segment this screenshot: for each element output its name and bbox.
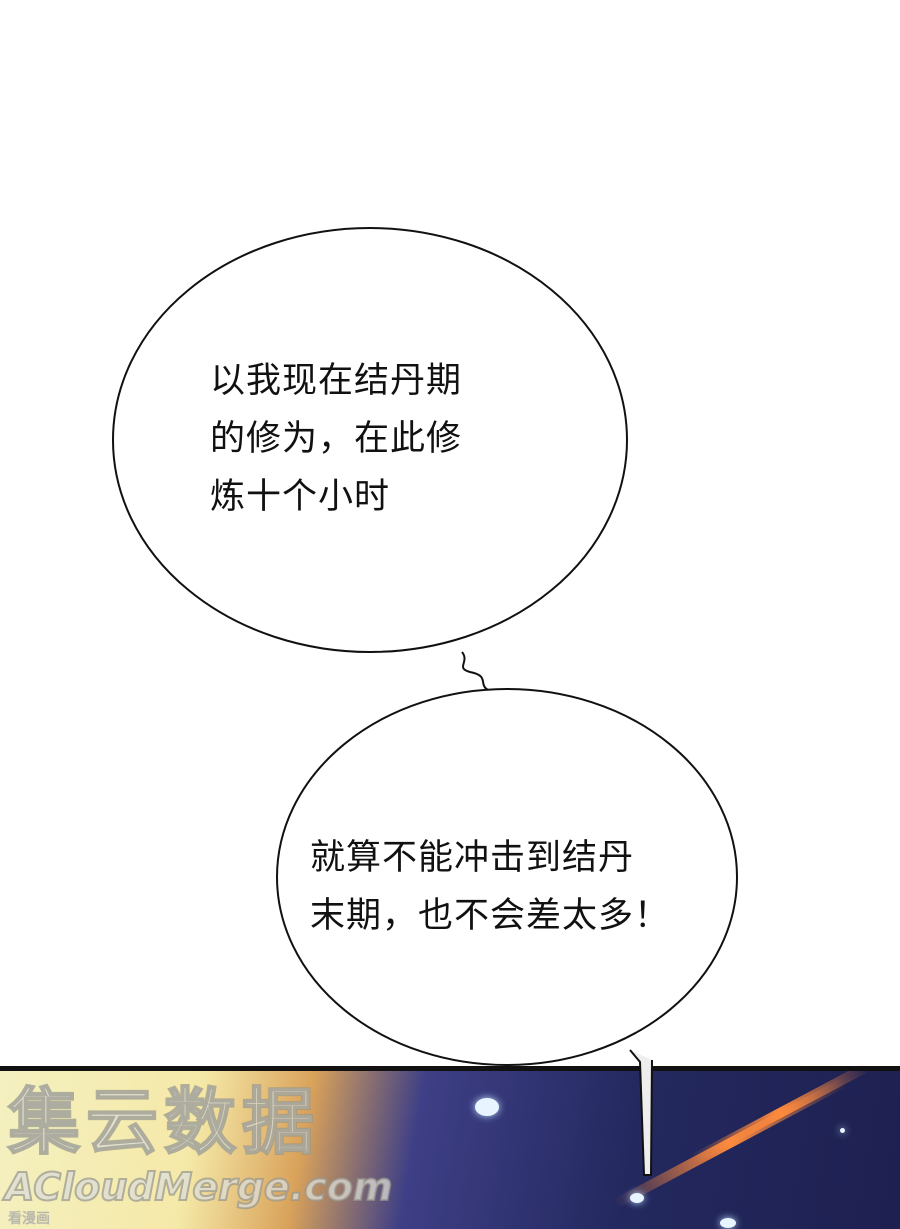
star: [720, 1218, 736, 1228]
watermark-en: ACloudMerge.com: [4, 1165, 393, 1209]
text-line: 就算不能冲击到结丹: [310, 838, 635, 878]
space-background-panel: [0, 1061, 900, 1229]
watermark-cn: 集云数据: [7, 1080, 321, 1164]
watermark-small: 看漫画: [8, 1211, 50, 1227]
bubble-connector: [461, 651, 489, 691]
star: [840, 1128, 845, 1133]
text-line: 炼十个小时: [210, 477, 391, 517]
text-line: 以我现在结丹期: [210, 361, 463, 401]
star: [475, 1098, 499, 1116]
bubble-2-text: 就算不能冲击到结丹 末期，也不会差太多！: [310, 829, 670, 945]
bubble-1-text: 以我现在结丹期 的修为，在此修 炼十个小时: [210, 352, 462, 526]
speech-bubble-1: [112, 227, 628, 653]
text-line: 的修为，在此修: [210, 419, 463, 459]
speech-bubble-2: [276, 688, 738, 1066]
star: [630, 1193, 644, 1203]
panel-border: [0, 1066, 900, 1071]
bubble-tail: [629, 1049, 653, 1176]
text-line: 末期，也不会差太多！: [310, 896, 671, 936]
